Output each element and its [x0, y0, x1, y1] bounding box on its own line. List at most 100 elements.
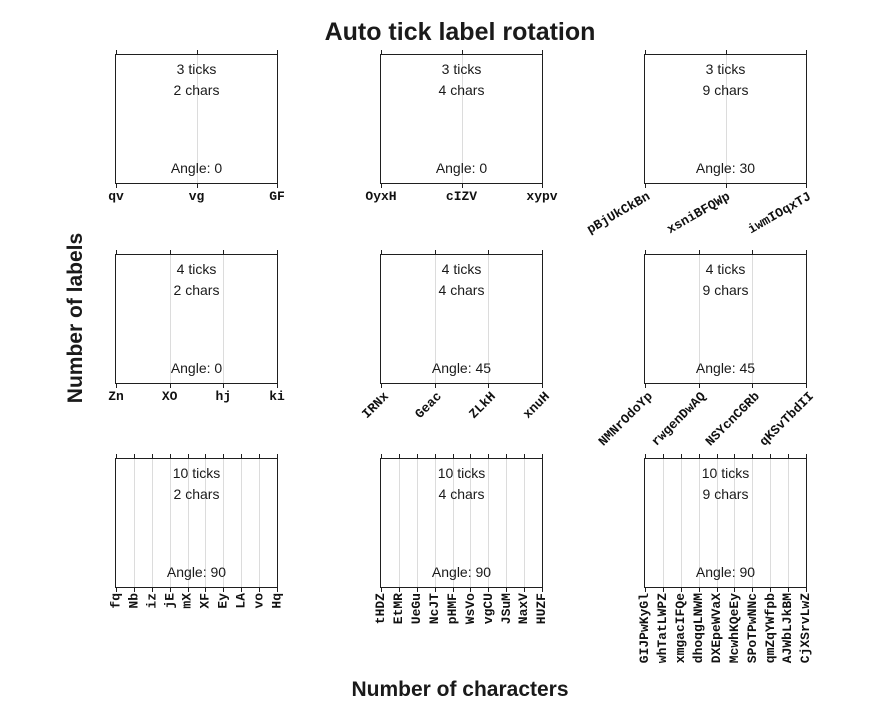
tick-mark — [277, 50, 278, 54]
x-tick-label: WsVo — [462, 593, 478, 625]
tick-mark — [133, 454, 135, 458]
x-tick-label: EtMR — [391, 593, 407, 625]
tick-mark — [416, 588, 418, 592]
x-tick-label: pBjUkCkBn — [584, 189, 653, 238]
y-axis-label: Number of labels — [64, 232, 87, 404]
tick-mark — [806, 384, 807, 388]
panel-chars-count-text: 4 chars — [438, 282, 485, 298]
panel-ticks-count-text: 3 ticks — [176, 61, 217, 77]
tick-mark — [542, 184, 543, 188]
tick-mark — [398, 588, 400, 592]
tick-mark — [725, 50, 727, 54]
tick-mark — [116, 454, 117, 458]
tick-mark — [662, 454, 664, 458]
x-tick-label: mX — [180, 593, 196, 609]
tick-mark — [542, 250, 543, 254]
tick-mark — [277, 454, 278, 458]
x-tick-label: iz — [144, 593, 160, 609]
tick-mark — [151, 454, 153, 458]
tick-mark — [788, 454, 790, 458]
tick-mark — [524, 588, 526, 592]
tick-mark — [506, 588, 508, 592]
x-tick-label: iwmIOqxTJ — [745, 189, 814, 238]
tick-mark — [488, 588, 490, 592]
panel-angle-text: Angle: 0 — [435, 160, 488, 176]
gridline — [698, 459, 700, 587]
tick-mark — [116, 588, 117, 592]
tick-mark — [205, 454, 207, 458]
tick-mark — [169, 588, 171, 592]
panel-chars-count-text: 9 chars — [702, 486, 749, 502]
tick-mark — [698, 250, 700, 254]
tick-mark — [196, 184, 198, 188]
tick-mark — [452, 588, 454, 592]
gridline — [662, 459, 664, 587]
tick-mark — [752, 588, 754, 592]
gridline — [488, 459, 490, 587]
x-tick-label: GIJPwKyGl — [637, 593, 653, 664]
tick-mark — [698, 454, 700, 458]
tick-mark — [416, 454, 418, 458]
tick-mark — [151, 588, 153, 592]
tick-mark — [381, 454, 382, 458]
tick-mark — [381, 384, 382, 388]
x-tick-label: ki — [269, 389, 285, 404]
tick-mark — [434, 250, 436, 254]
tick-mark — [277, 384, 278, 388]
x-tick-label: OyxH — [365, 189, 397, 204]
tick-mark — [770, 454, 772, 458]
tick-mark — [716, 454, 718, 458]
x-tick-label: Ey — [215, 593, 231, 609]
gridline — [196, 55, 198, 183]
gridline — [223, 255, 225, 383]
gridline — [770, 459, 772, 587]
gridline — [187, 459, 189, 587]
x-tick-label: AJWbLJkBM — [780, 593, 796, 664]
panel-ticks-count-text: 3 ticks — [441, 61, 482, 77]
gridline — [461, 55, 463, 183]
tick-mark — [381, 588, 382, 592]
tick-mark — [716, 588, 718, 592]
tick-mark — [169, 454, 171, 458]
tick-mark — [196, 50, 198, 54]
tick-mark — [434, 588, 436, 592]
x-tick-label: fq — [108, 593, 124, 609]
tick-mark — [698, 384, 700, 388]
gridline — [716, 459, 718, 587]
panel-angle-text: Angle: 90 — [695, 564, 756, 580]
x-tick-label: xsniBFQWp — [664, 189, 733, 238]
tick-mark — [680, 454, 682, 458]
tick-mark — [806, 454, 807, 458]
x-tick-label: vo — [251, 593, 267, 609]
tick-mark — [187, 454, 189, 458]
panel-ticks-count-text: 10 ticks — [701, 465, 750, 481]
tick-mark — [205, 588, 207, 592]
panel-ticks-count-text: 3 ticks — [705, 61, 746, 77]
gridline — [725, 55, 727, 183]
panel-angle-text: Angle: 0 — [170, 160, 223, 176]
panel-angle-text: Angle: 30 — [695, 160, 756, 176]
tick-mark — [806, 50, 807, 54]
tick-mark — [277, 250, 278, 254]
tick-mark — [470, 588, 472, 592]
tick-mark — [116, 250, 117, 254]
gridline — [680, 459, 682, 587]
x-tick-label: NcJT — [427, 593, 443, 625]
tick-mark — [223, 454, 225, 458]
tick-mark — [488, 384, 490, 388]
panel-chars-count-text: 2 chars — [173, 486, 220, 502]
gridline — [169, 459, 171, 587]
x-tick-label: HUZF — [534, 593, 550, 625]
x-tick-label: xypv — [526, 189, 558, 204]
tick-mark — [133, 588, 135, 592]
tick-mark — [806, 588, 807, 592]
panel-chars-count-text: 9 chars — [702, 282, 749, 298]
tick-mark — [752, 250, 754, 254]
panel-angle-text: Angle: 45 — [431, 360, 492, 376]
